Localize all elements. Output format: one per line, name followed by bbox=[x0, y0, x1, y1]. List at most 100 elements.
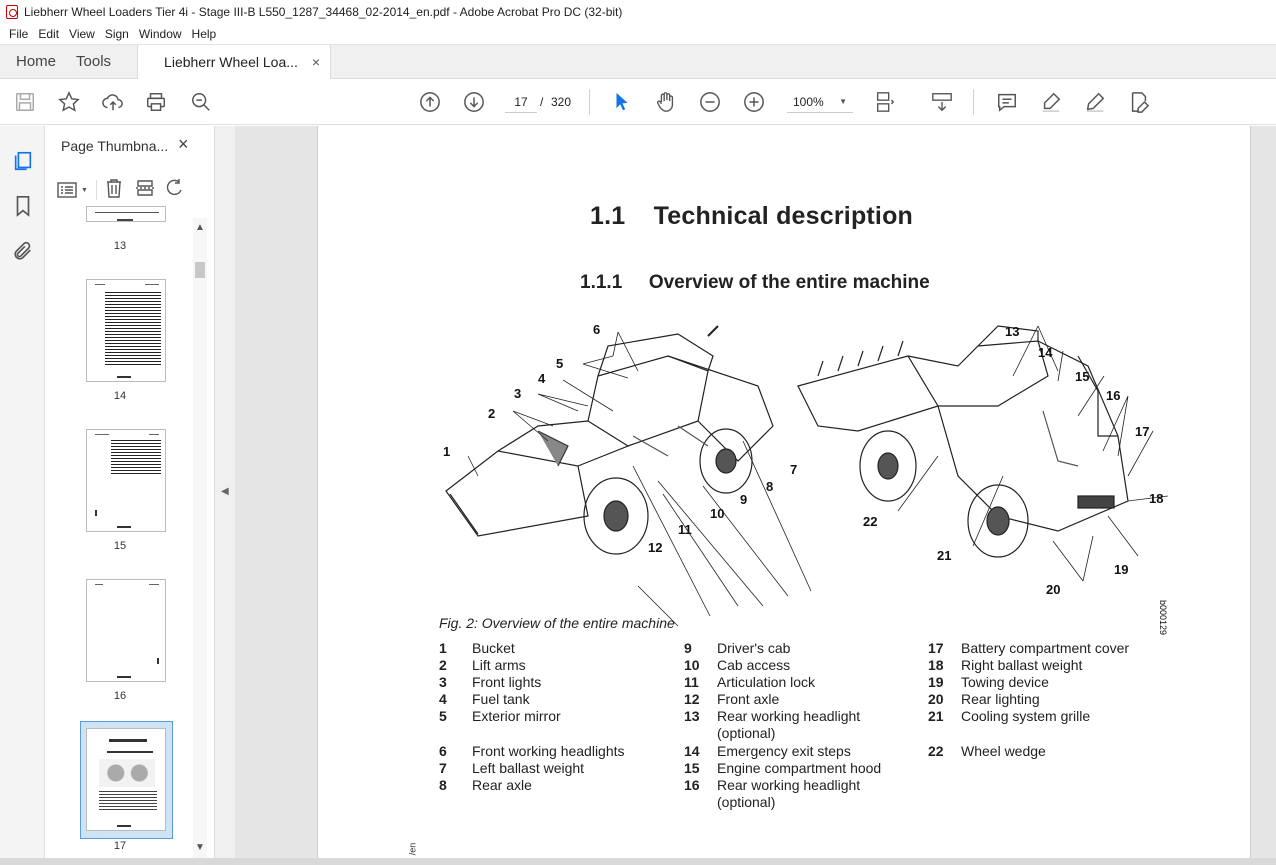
print-icon[interactable] bbox=[144, 90, 168, 114]
tab-tools[interactable]: Tools bbox=[76, 53, 112, 70]
menu-sign[interactable]: Sign bbox=[104, 27, 129, 41]
heading-1-number: 1.1 bbox=[590, 202, 626, 230]
comment-icon[interactable] bbox=[995, 90, 1019, 114]
menu-view[interactable]: View bbox=[69, 27, 95, 41]
legend-number: 7 bbox=[439, 760, 447, 776]
options-menu-icon[interactable]: ▼ bbox=[57, 182, 88, 198]
main-toolbar: 17 / 320 100% ▼ bbox=[0, 79, 1276, 125]
hand-tool-icon[interactable] bbox=[654, 90, 678, 114]
machine-overview-figure: 1 2 3 4 5 6 7 8 9 10 11 12 13 14 15 16 1… bbox=[443, 322, 1169, 635]
next-page-icon[interactable] bbox=[462, 90, 486, 114]
page-thumbnail[interactable] bbox=[86, 206, 166, 222]
tab-document-label: Liebherr Wheel Loa... bbox=[164, 54, 298, 70]
panel-toolbar: ▼ bbox=[57, 176, 203, 204]
search-zoom-icon[interactable] bbox=[189, 90, 213, 114]
navigation-rail bbox=[0, 126, 45, 865]
thumbnails-scrollbar[interactable]: ▲ ▼ bbox=[193, 218, 207, 858]
edit-document-icon[interactable] bbox=[1127, 90, 1151, 114]
menu-edit[interactable]: Edit bbox=[38, 27, 60, 41]
legend-number: 9 bbox=[684, 640, 692, 656]
scroll-thumb[interactable] bbox=[195, 262, 205, 278]
legend-number: 21 bbox=[928, 708, 944, 724]
close-icon[interactable]: × bbox=[178, 134, 189, 154]
pdf-page: 1.1 Technical description 1.1.1 Overview… bbox=[317, 126, 1251, 865]
callout-label: 11 bbox=[678, 522, 692, 537]
legend-text: Rear lighting bbox=[961, 691, 1040, 707]
menu-file[interactable]: File bbox=[9, 27, 29, 41]
page-thumbnail[interactable] bbox=[86, 579, 166, 682]
callout-label: 5 bbox=[556, 356, 563, 371]
legend-text: Wheel wedge bbox=[961, 743, 1046, 759]
callout-label: 22 bbox=[863, 514, 877, 529]
collapse-panel-icon[interactable]: ◀ bbox=[221, 486, 229, 497]
page-total: 320 bbox=[551, 95, 572, 109]
legend-text: Cab access bbox=[717, 657, 791, 673]
sign-pen-icon[interactable] bbox=[1083, 90, 1107, 114]
legend-text: Emergency exit steps bbox=[717, 743, 851, 759]
toolbar-divider bbox=[589, 89, 590, 115]
rotate-page-icon[interactable] bbox=[166, 178, 183, 203]
legend-text: Battery compartment cover bbox=[961, 640, 1130, 656]
legend-number: 16 bbox=[684, 777, 700, 793]
legend-text: Front axle bbox=[717, 691, 780, 707]
acrobat-app-icon bbox=[6, 5, 18, 19]
heading-1-text: Technical description bbox=[653, 202, 914, 230]
legend-number: 2 bbox=[439, 657, 447, 673]
legend-number: 10 bbox=[684, 657, 700, 673]
delete-page-icon[interactable] bbox=[105, 178, 123, 203]
extract-page-icon[interactable] bbox=[135, 178, 155, 203]
zoom-out-icon[interactable] bbox=[698, 90, 722, 114]
bottom-edge bbox=[0, 858, 1276, 865]
legend-number: 17 bbox=[928, 640, 944, 656]
panel-splitter[interactable]: ◀ bbox=[215, 126, 235, 865]
document-view[interactable]: 1.1 Technical description 1.1.1 Overview… bbox=[235, 126, 1276, 865]
zoom-select[interactable]: 100% ▼ bbox=[787, 91, 853, 113]
heading-2-number: 1.1.1 bbox=[580, 272, 623, 293]
page-separator: / bbox=[540, 95, 544, 109]
callout-label: 8 bbox=[766, 479, 773, 494]
page-thumbnail[interactable] bbox=[86, 429, 166, 532]
legend-text: Front working headlights bbox=[472, 743, 625, 759]
legend-text: Engine compartment hood bbox=[717, 760, 882, 776]
tab-document[interactable]: Liebherr Wheel Loa... × bbox=[137, 45, 332, 79]
save-icon[interactable] bbox=[13, 90, 37, 114]
tab-bar: Home Tools Liebherr Wheel Loa... × bbox=[0, 44, 1276, 79]
legend-number: 14 bbox=[684, 743, 700, 759]
page-thumbnails-icon[interactable] bbox=[10, 148, 36, 174]
legend-text: Front lights bbox=[472, 674, 542, 690]
legend-number: 3 bbox=[439, 674, 447, 690]
page-number-input[interactable]: 17 bbox=[505, 91, 537, 113]
bookmark-star-icon[interactable] bbox=[57, 90, 81, 114]
scroll-mode-icon[interactable] bbox=[930, 90, 954, 114]
tab-home[interactable]: Home bbox=[16, 53, 57, 70]
attachments-icon[interactable] bbox=[10, 238, 36, 264]
legend-number: 18 bbox=[928, 657, 944, 673]
legend-text: Towing device bbox=[961, 674, 1049, 690]
legend-text: Rear axle bbox=[472, 777, 532, 793]
select-pointer-icon[interactable] bbox=[610, 90, 634, 114]
legend-number: 12 bbox=[684, 691, 700, 707]
callout-label: 18 bbox=[1149, 491, 1163, 506]
legend-text: Left ballast weight bbox=[472, 760, 585, 776]
menu-window[interactable]: Window bbox=[138, 27, 182, 41]
callout-label: 19 bbox=[1114, 562, 1128, 577]
upload-cloud-icon[interactable] bbox=[101, 90, 125, 114]
bookmarks-icon[interactable] bbox=[10, 193, 36, 219]
menu-help[interactable]: Help bbox=[191, 27, 217, 41]
tab-close-icon[interactable]: × bbox=[311, 54, 321, 70]
legend-number: 8 bbox=[439, 777, 447, 793]
highlight-pen-icon[interactable] bbox=[1039, 90, 1063, 114]
scroll-down-icon[interactable]: ▼ bbox=[195, 842, 205, 853]
page-thumbnail-current[interactable] bbox=[86, 728, 166, 831]
callout-label: 17 bbox=[1135, 424, 1149, 439]
callout-label: 21 bbox=[937, 548, 951, 563]
page-thumbnail[interactable] bbox=[86, 279, 166, 382]
previous-page-icon[interactable] bbox=[418, 90, 442, 114]
legend-number: 6 bbox=[439, 743, 447, 759]
scroll-up-icon[interactable]: ▲ bbox=[195, 222, 205, 233]
thumbnails-panel: Page Thumbna... × ▼ 13 14 bbox=[45, 126, 215, 865]
page-side-text: /en bbox=[407, 842, 418, 856]
callout-label: 20 bbox=[1046, 582, 1060, 597]
page-display-icon[interactable] bbox=[873, 90, 897, 114]
zoom-in-icon[interactable] bbox=[742, 90, 766, 114]
